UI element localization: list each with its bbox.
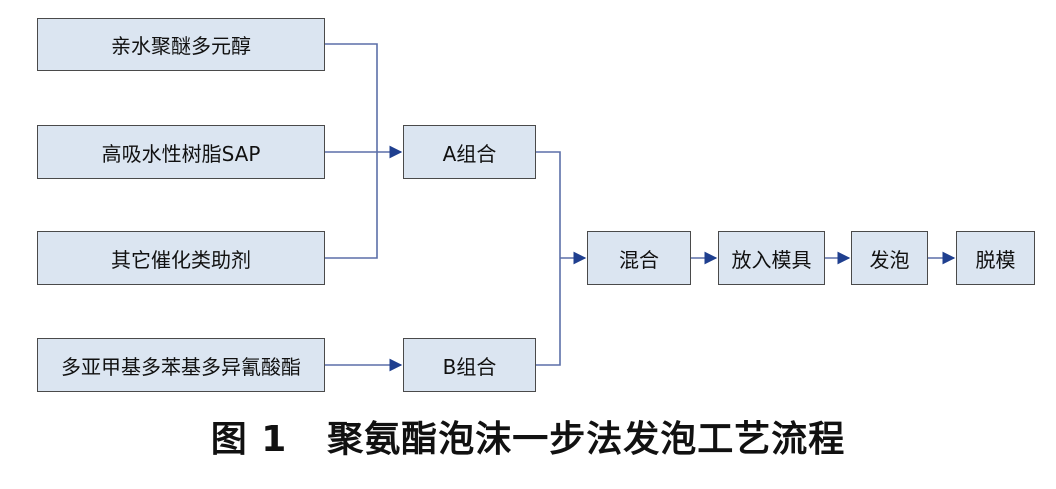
node-label: 多亚甲基多苯基多异氰酸酯 [61,354,301,379]
node-group-a: A组合 [403,125,536,179]
connector-polyol [325,43,378,152]
figure-caption: 图 1 聚氨酯泡沫一步法发泡工艺流程 [0,410,1056,462]
node-hydrophilic-polyether-polyol: 亲水聚醚多元醇 [37,18,325,71]
node-mixing: 混合 [587,231,691,285]
node-label: 混合 [619,247,659,272]
connector-catalyst [325,152,378,259]
connector-group-a [536,151,561,258]
node-demolding: 脱模 [956,231,1035,285]
figure-title: 聚氨酯泡沫一步法发泡工艺流程 [327,419,846,460]
node-group-b: B组合 [403,338,536,392]
node-label: 其它催化类助剂 [111,247,251,272]
figure-number: 图 1 [210,419,288,460]
node-foaming: 发泡 [851,231,928,285]
node-label: 发泡 [869,247,910,272]
node-label: A组合 [442,141,497,166]
node-pmdi: 多亚甲基多苯基多异氰酸酯 [37,338,325,392]
node-label: 高吸水性树脂SAP [101,141,261,166]
node-label: B组合 [442,354,497,379]
node-label: 脱模 [975,247,1016,272]
node-catalyst-additives: 其它催化类助剂 [37,231,325,285]
node-label: 亲水聚醚多元醇 [111,34,251,58]
node-put-into-mold: 放入模具 [718,231,825,285]
node-label: 放入模具 [731,247,812,272]
connector-group-b [536,258,561,366]
node-sap-resin: 高吸水性树脂SAP [37,125,325,179]
